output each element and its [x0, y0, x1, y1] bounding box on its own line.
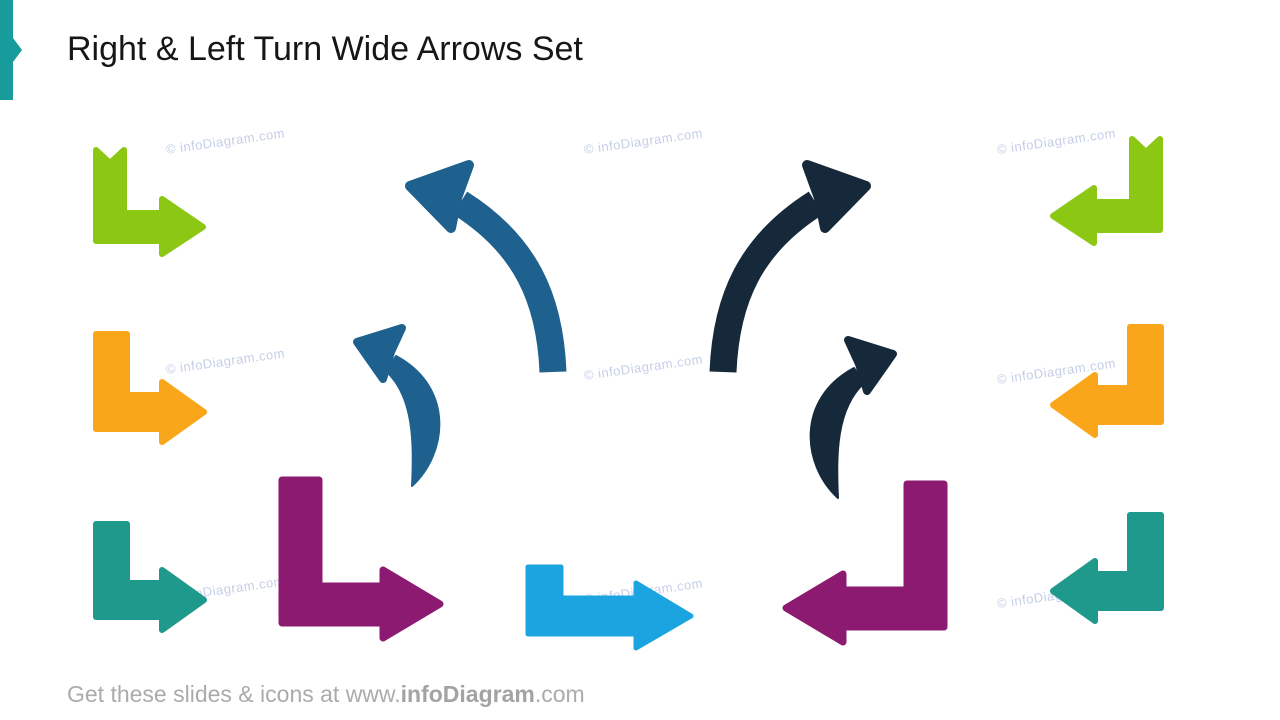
orange-left-turn-arrow — [1050, 324, 1164, 438]
navy-curved-arrow-up-right — [709, 160, 871, 373]
slide-title: Right & Left Turn Wide Arrows Set — [67, 30, 583, 68]
teal-right-turn-arrow — [93, 521, 207, 633]
steel-blue-swoosh-arrow-up-left — [353, 324, 441, 487]
navy-swoosh-arrow-up-right — [809, 336, 897, 499]
watermark: © infoDiagram.com — [582, 125, 704, 157]
footer-credit: Get these slides & icons at www.infoDiag… — [67, 681, 585, 708]
watermark: © infoDiagram.com — [582, 351, 704, 383]
green-right-turn-notched-arrow — [93, 147, 206, 257]
teal-left-turn-arrow — [1050, 512, 1164, 624]
steel-blue-curved-arrow-up-left — [405, 160, 567, 373]
light-blue-right-arrow — [525, 564, 694, 651]
purple-large-left-turn-arrow — [782, 480, 948, 646]
purple-large-right-turn-arrow — [278, 476, 444, 642]
footer-brand: infoDiagram — [400, 681, 535, 707]
accent-bookmark-bar — [0, 0, 22, 100]
orange-right-turn-arrow — [93, 331, 207, 445]
green-left-turn-notched-arrow — [1050, 136, 1163, 246]
footer-suffix: .com — [534, 681, 585, 707]
footer-prefix: Get these slides & icons at www. — [67, 681, 401, 707]
